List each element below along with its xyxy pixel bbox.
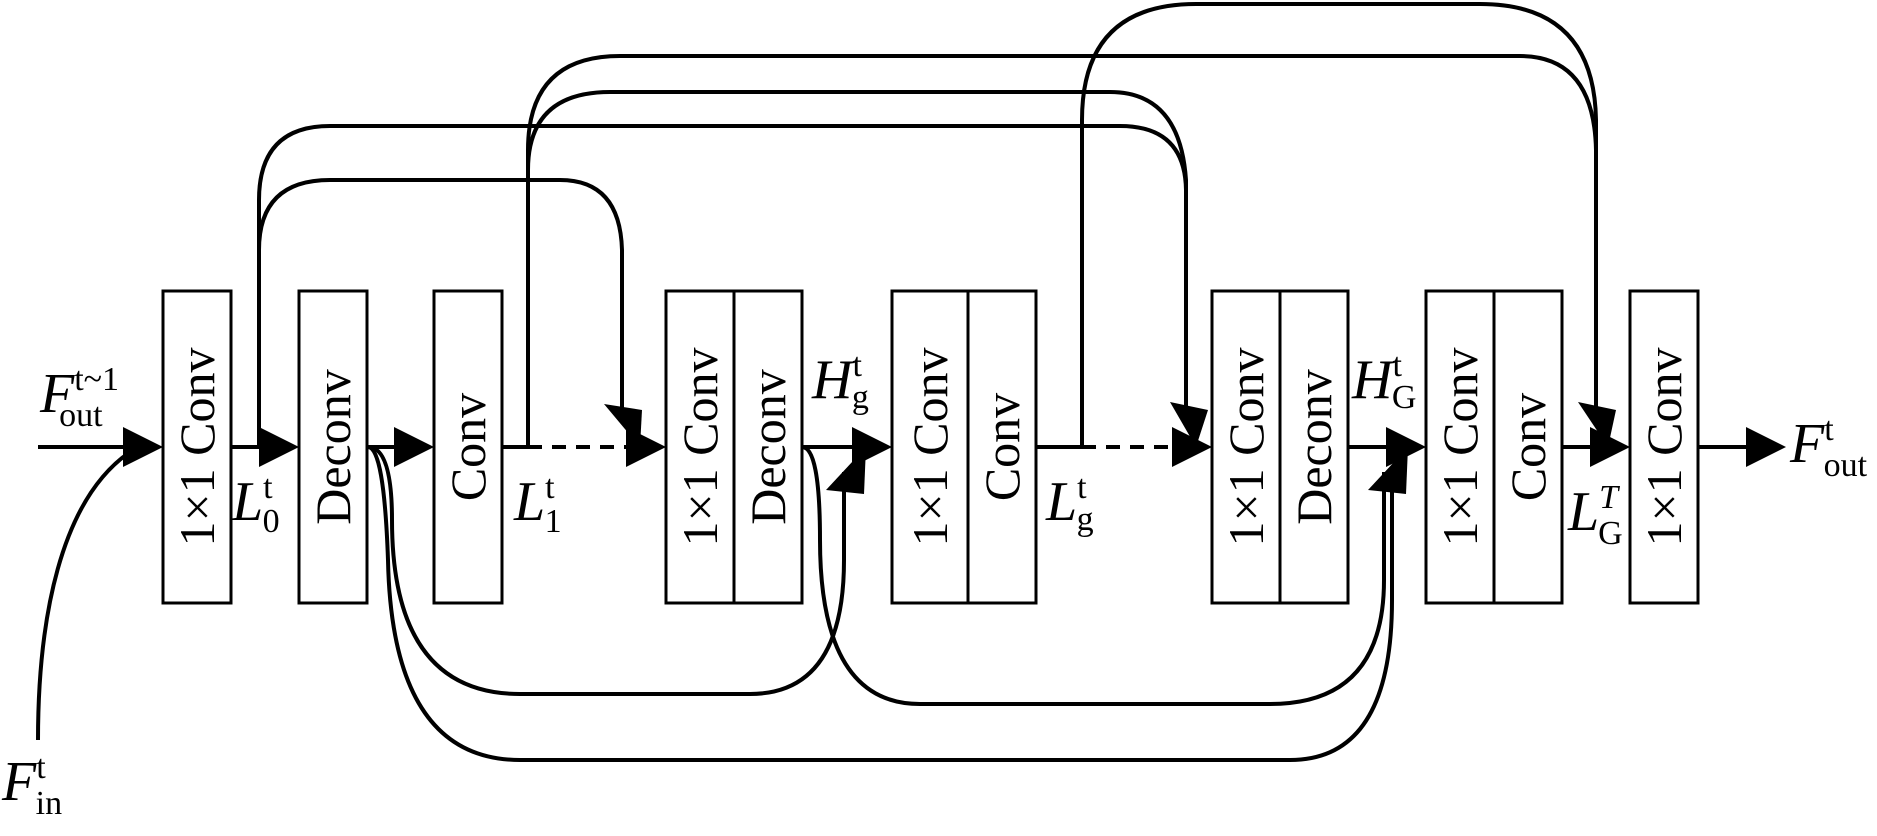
block-conv-1: Conv: [432, 289, 504, 605]
block-1x1-conv-conv-1: 1×1 Conv Conv: [890, 289, 1038, 605]
curve-l0-to-b6: [257, 124, 1188, 447]
block-1x1-conv-1: 1×1 Conv: [161, 289, 233, 605]
block-1x1-conv-final: 1×1 Conv: [1628, 289, 1700, 605]
block-1x1-conv-deconv-1: 1×1 Conv Deconv: [664, 289, 804, 605]
block-1x1-conv-deconv-1-label-b: Deconv: [740, 369, 796, 525]
block-1x1-conv-deconv-2-label-a: 1×1 Conv: [1218, 347, 1274, 546]
arrowhead-into-b6: [1172, 427, 1212, 467]
curve-l1-to-b8: [526, 54, 1598, 447]
block-1x1-conv-conv-2-label-b: Conv: [1500, 393, 1556, 501]
arrowhead-down-b4: [604, 404, 642, 447]
block-1x1-conv-deconv-2-label-b: Deconv: [1286, 369, 1342, 525]
curve-fin-to-b1: [36, 450, 132, 741]
block-1x1-conv-1-label: 1×1 Conv: [169, 347, 225, 546]
curve-hg-to-b7: [801, 445, 1386, 706]
arrowhead-into-b7: [1386, 427, 1426, 467]
block-1x1-conv-conv-1-label-b: Conv: [974, 393, 1030, 501]
arrowhead-up-b5: [826, 447, 866, 494]
arrowhead-output: [1746, 427, 1786, 467]
arrowhead-into-b8: [1590, 427, 1630, 467]
curve-b2-to-b5: [367, 445, 846, 696]
block-deconv-1-label: Deconv: [305, 369, 361, 525]
curve-l0-to-b4: [257, 178, 624, 447]
curve-l1-to-b6: [526, 90, 1188, 447]
arrowhead-up-b7: [1368, 447, 1408, 494]
arrowhead-into-b3: [394, 427, 434, 467]
arrowheads: [123, 402, 1786, 494]
block-deconv-1: Deconv: [297, 289, 369, 605]
block-1x1-conv-conv-2-label-a: 1×1 Conv: [1432, 347, 1488, 546]
arrowhead-down-b8: [1578, 402, 1616, 447]
block-conv-1-label: Conv: [440, 393, 496, 501]
block-1x1-conv-deconv-1-label-a: 1×1 Conv: [672, 347, 728, 546]
arrowhead-into-b2: [259, 427, 299, 467]
curve-lg-to-b8: [1080, 2, 1598, 447]
curve-b2-to-b7: [367, 445, 1394, 762]
arrowhead-down-b6: [1170, 402, 1208, 447]
block-1x1-conv-conv-1-label-a: 1×1 Conv: [902, 347, 958, 546]
block-1x1-conv-final-label: 1×1 Conv: [1636, 347, 1692, 546]
skip-connections: [36, 2, 1598, 762]
block-1x1-conv-deconv-2: 1×1 Conv Deconv: [1210, 289, 1350, 605]
block-1x1-conv-conv-2: 1×1 Conv Conv: [1424, 289, 1564, 605]
arrowhead-into-b1: [123, 427, 163, 467]
